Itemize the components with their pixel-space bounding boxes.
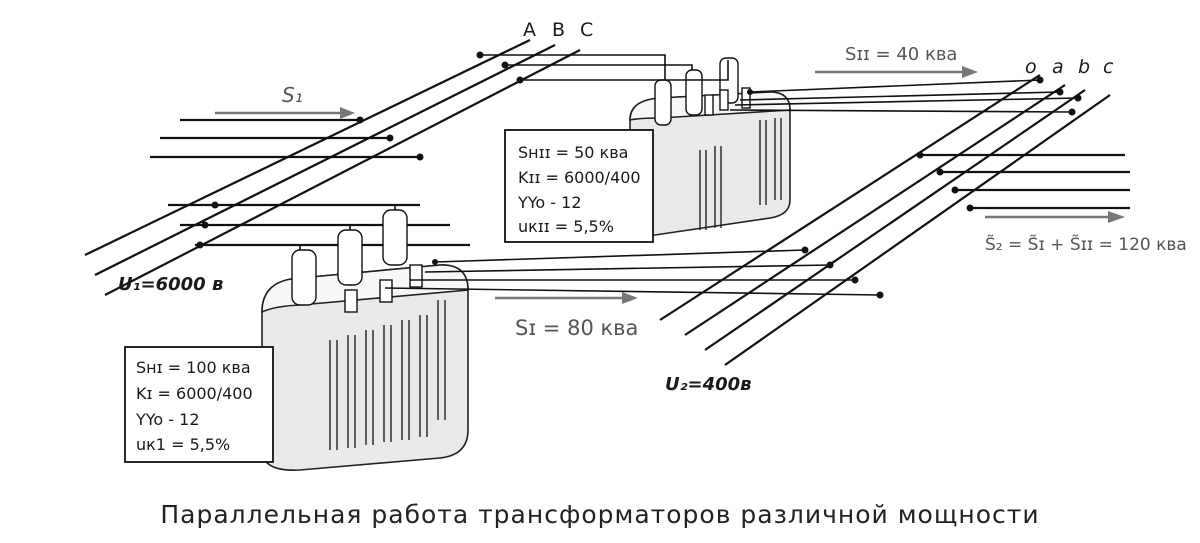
lv-label-c: c (1103, 56, 1114, 78)
hv-busbars (84, 39, 581, 296)
transformer-1-bushings (291, 209, 423, 313)
transformer-1 (200, 204, 881, 471)
t2-line1: Sнɪɪ = 50 ква (518, 143, 628, 162)
transformer-1-datasheet: Sнɪ = 100 ква Kɪ = 6000/400 YYo - 12 uк1… (124, 346, 274, 463)
lv-bus-labels: o a b c (1025, 56, 1114, 78)
t2-line4: uкɪɪ = 5,5% (518, 217, 614, 236)
flow-sii-label: Sɪɪ = 40 ква (845, 44, 957, 65)
t2-line2: Kɪɪ = 6000/400 (518, 168, 641, 187)
t1-line1: Sнɪ = 100 ква (136, 358, 251, 377)
transformer-1-fins (329, 300, 446, 450)
t1-line3: YYo - 12 (135, 410, 200, 429)
t2-line3: YYo - 12 (517, 193, 582, 212)
hv-label-a: A (523, 19, 536, 41)
lv-label-b: b (1078, 56, 1090, 78)
u2-label: U₂=400в (665, 374, 752, 395)
transformer-2-fins (699, 118, 782, 230)
flow-s1-label: S₁ (282, 83, 303, 107)
t1-line4: uк1 = 5,5% (136, 435, 230, 454)
transformer-2 (480, 54, 1079, 237)
transformer-2-datasheet: Sнɪɪ = 50 ква Kɪɪ = 6000/400 YYo - 12 uк… (504, 129, 654, 243)
diagram-caption: Параллельная работа трансформаторов разл… (160, 500, 1040, 529)
junction-dots (196, 51, 1082, 299)
flow-si-label: Sɪ = 80 ква (515, 316, 638, 340)
hv-bus-labels: A B C (523, 19, 593, 41)
u1-label: U₁=6000 в (118, 274, 223, 295)
lv-label-a: a (1052, 56, 1064, 78)
flow-s2-label: S̃₂ = S̃ɪ + S̃ɪɪ = 120 ква (985, 234, 1187, 255)
lv-label-o: o (1025, 56, 1037, 78)
flow-arrows (215, 66, 1125, 304)
t1-line2: Kɪ = 6000/400 (136, 384, 253, 403)
hv-label-b: B (552, 19, 565, 41)
hv-label-c: C (580, 19, 593, 41)
